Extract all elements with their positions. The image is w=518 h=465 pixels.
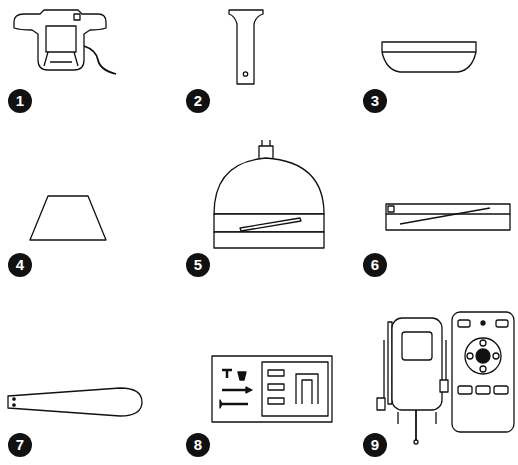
motor-housing (214, 140, 324, 248)
callout-badge: 8 (186, 433, 210, 457)
callout-badge: 9 (363, 433, 387, 457)
callout-number: 5 (194, 256, 202, 273)
callout-number: 2 (194, 92, 202, 109)
callout-number: 7 (16, 436, 24, 453)
callout-number: 6 (371, 256, 379, 273)
hardware-bag (212, 356, 332, 422)
callout-badge: 5 (186, 253, 210, 277)
callout-badge: 3 (363, 89, 387, 113)
blade-bracket (386, 204, 510, 230)
callout-number: 8 (194, 436, 202, 453)
fan-blade (8, 388, 142, 416)
callout-badge: 2 (186, 89, 210, 113)
canopy-cover (30, 196, 106, 240)
callout-number: 9 (371, 436, 379, 453)
callout-badge: 1 (8, 89, 32, 113)
callout-badge: 6 (363, 253, 387, 277)
downrod (229, 10, 263, 84)
callout-badge: 7 (8, 433, 32, 457)
callout-number: 1 (16, 92, 24, 109)
receiver-and-remote (377, 312, 514, 444)
callout-number: 4 (16, 256, 24, 273)
callout-number: 3 (371, 92, 379, 109)
canopy (382, 42, 476, 72)
mounting-bracket (14, 10, 116, 74)
callout-badge: 4 (8, 253, 32, 277)
